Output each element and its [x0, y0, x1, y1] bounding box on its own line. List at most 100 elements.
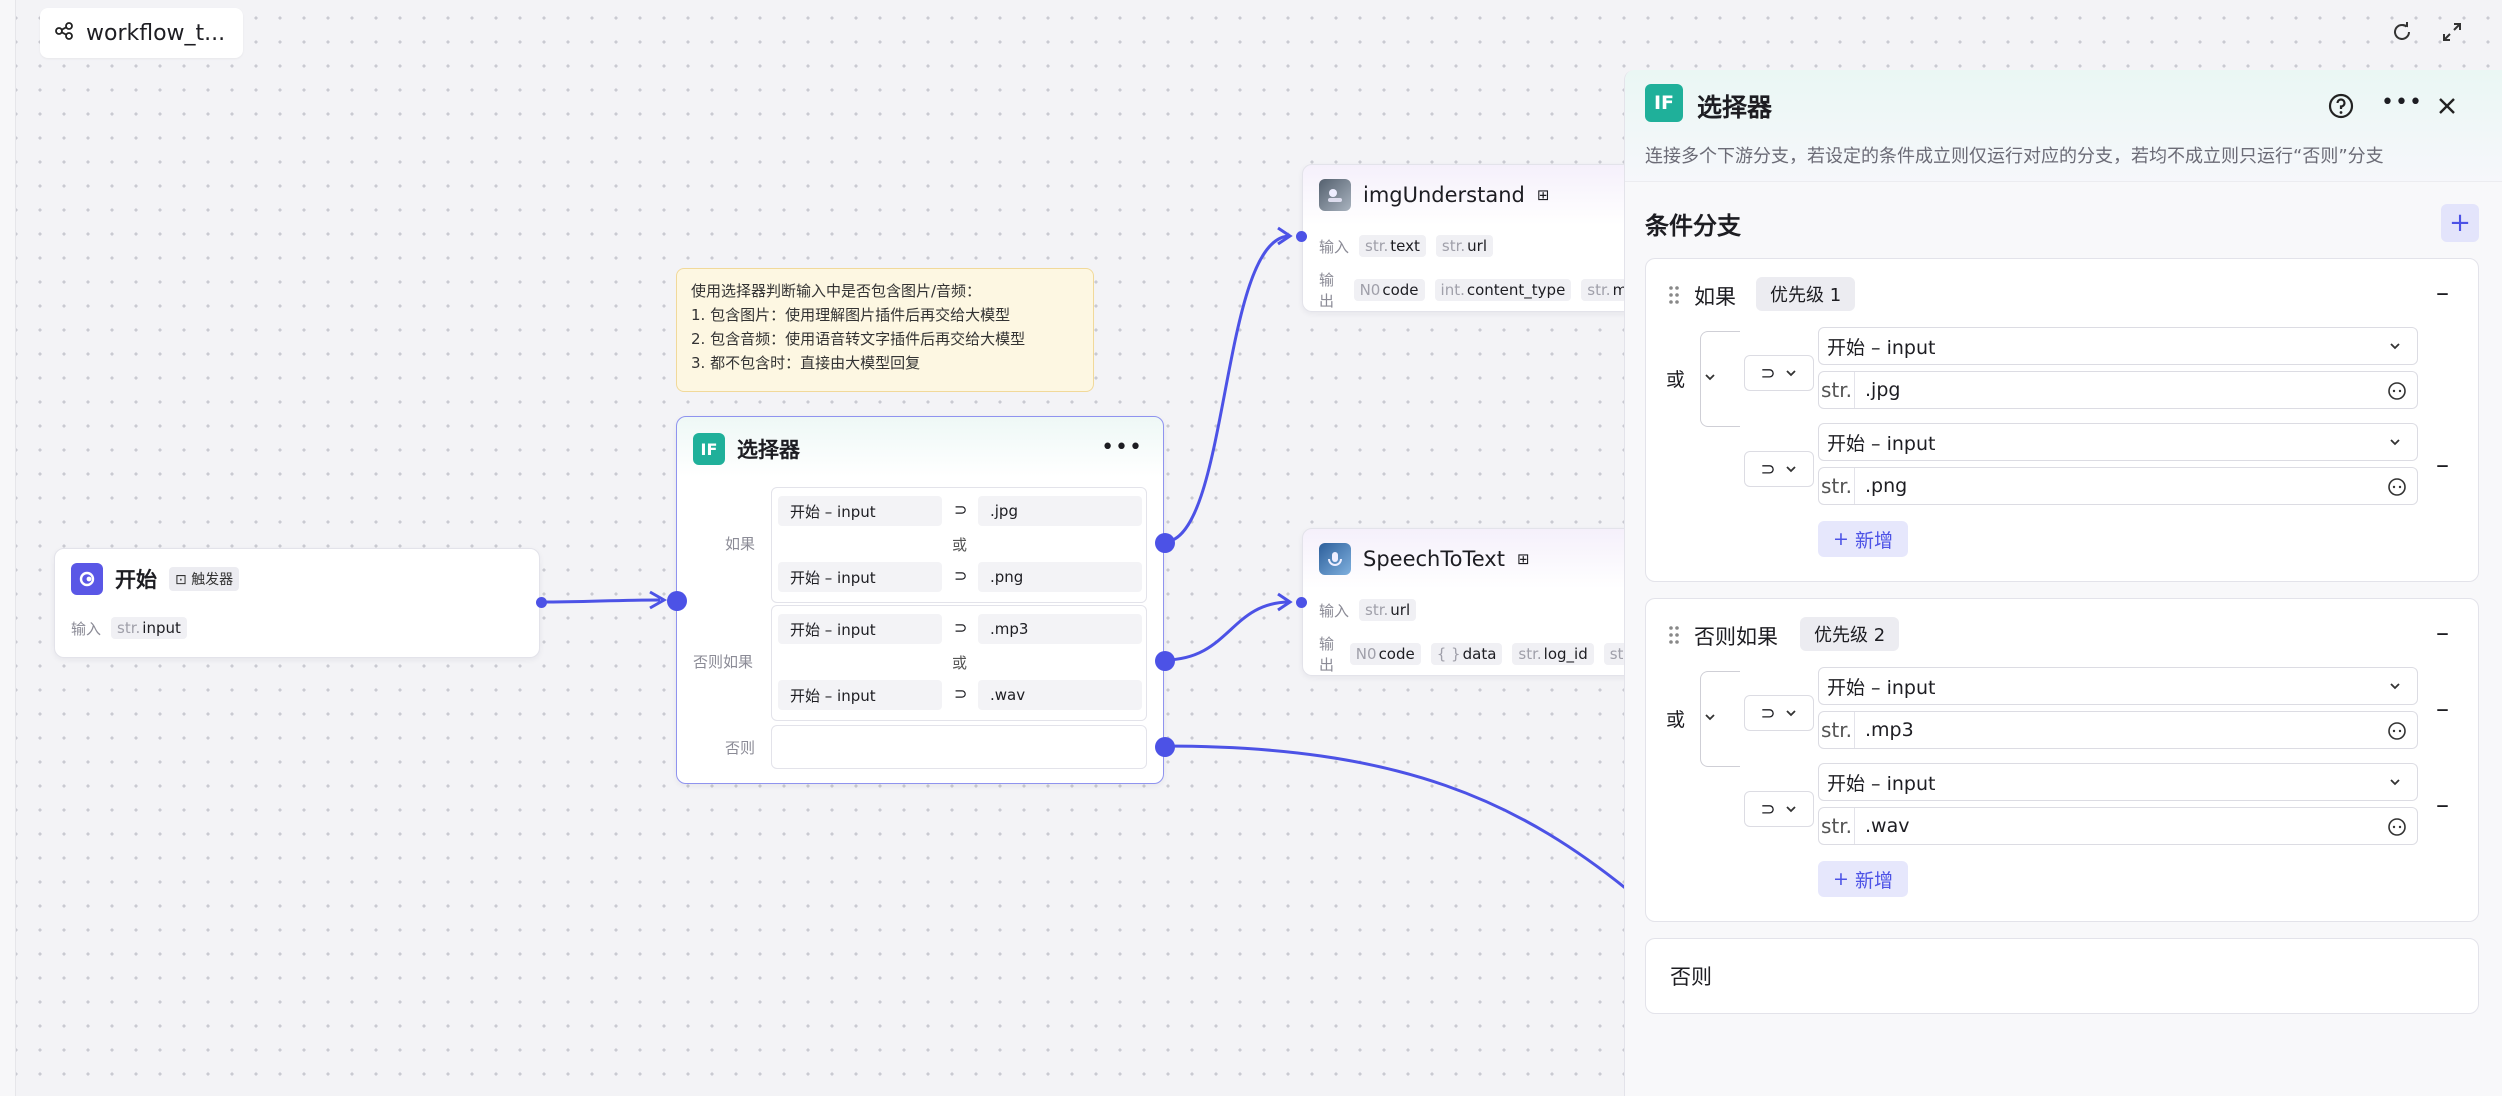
close-icon[interactable] — [2433, 92, 2461, 124]
condition-value: .png — [978, 562, 1142, 592]
note-line: 3. 都不包含时：直接由大模型回复 — [691, 354, 921, 372]
condition-field: 开始 – input — [778, 680, 942, 710]
else-branch[interactable] — [771, 725, 1147, 769]
edge-elif-speech-arrow — [1277, 592, 1293, 612]
section-title: 条件分支 — [1645, 212, 1741, 240]
contains-op: ⊃ — [954, 684, 968, 703]
img-understand-title: imgUnderstand — [1363, 183, 1525, 207]
drag-handle-icon[interactable] — [1668, 625, 1680, 645]
output-tag: int.content_type — [1434, 279, 1572, 301]
speech-input-port[interactable] — [1296, 597, 1307, 608]
img-understand-node[interactable]: imgUnderstand ⊞ 输入 str.text str.url 输出 N… — [1302, 164, 1642, 312]
plugin-icon: ⊞ — [1536, 186, 1550, 204]
note-comment[interactable]: 使用选择器判断输入中是否包含图片/音频： 1. 包含图片：使用理解图片插件后再交… — [676, 268, 1094, 392]
output-label: 输出 — [1319, 271, 1335, 310]
branch-card-elif: 否则如果 优先级 2 – 或 ⊃ 开始 – input str..mp3 – ⊃… — [1645, 598, 2479, 922]
edge-start-selector-arrow — [649, 590, 668, 610]
operator-select[interactable]: ⊃ — [1744, 791, 1814, 827]
condition-field: 开始 – input — [778, 562, 942, 592]
input-tag: str.url — [1359, 599, 1417, 621]
trigger-badge: ⊡ 触发器 — [169, 567, 240, 591]
more-icon[interactable]: ••• — [2381, 90, 2423, 115]
edge-if-img — [1163, 234, 1291, 544]
or-label: 或 — [952, 536, 968, 554]
edge-else — [1163, 744, 1641, 902]
input-tag: str.input — [111, 617, 187, 639]
start-node[interactable]: 开始 ⊡ 触发器 输入 str.input — [54, 548, 547, 658]
remove-condition-button[interactable]: – — [2436, 450, 2449, 480]
help-icon[interactable] — [2327, 92, 2355, 124]
contains-op: ⊃ — [954, 500, 968, 519]
or-bracket — [1700, 671, 1740, 767]
elif-conditions[interactable]: 开始 – input ⊃ .mp3 或 开始 – input ⊃ .wav — [771, 605, 1147, 721]
remove-branch-button[interactable]: – — [2436, 278, 2449, 308]
input-label: 输入 — [71, 619, 102, 638]
more-icon[interactable]: ••• — [1101, 435, 1143, 460]
operator-select[interactable]: ⊃ — [1744, 451, 1814, 487]
else-title: 否则 — [1670, 965, 1712, 989]
or-label: 或 — [1666, 369, 1686, 391]
operator-select[interactable]: ⊃ — [1744, 355, 1814, 391]
or-label: 或 — [1666, 709, 1686, 731]
add-condition-button[interactable]: +新增 — [1818, 861, 1908, 897]
drag-handle-icon[interactable] — [1668, 285, 1680, 305]
value-input[interactable]: str..wav — [1818, 807, 2418, 845]
remove-condition-button[interactable]: – — [2436, 790, 2449, 820]
refresh-icon[interactable] — [2386, 16, 2418, 48]
start-output-port[interactable] — [536, 597, 547, 608]
add-condition-button[interactable]: +新增 — [1818, 521, 1908, 557]
elif-output-port[interactable] — [1155, 651, 1175, 671]
edge-if-img-arrow — [1277, 226, 1293, 246]
input-tag: str.text — [1359, 235, 1426, 257]
workflow-name: workflow_t... — [86, 20, 226, 46]
condition-value: .wav — [978, 680, 1142, 710]
if-output-port[interactable] — [1155, 533, 1175, 553]
value-input[interactable]: str..jpg — [1818, 371, 2418, 409]
edge-elif-speech — [1163, 600, 1291, 662]
panel-description: 连接多个下游分支，若设定的条件成立则仅运行对应的分支，若均不成立则只运行“否则”… — [1645, 146, 2384, 167]
condition-field: 开始 – input — [778, 496, 942, 526]
selector-settings-panel[interactable]: IF 选择器 ••• 连接多个下游分支，若设定的条件成立则仅运行对应的分支，若均… — [1624, 70, 2502, 1096]
or-bracket — [1700, 331, 1740, 427]
else-output-port[interactable] — [1155, 737, 1175, 757]
if-icon: IF — [1645, 84, 1683, 122]
output-label: 输出 — [1319, 635, 1335, 674]
share-nodes-icon — [54, 21, 74, 45]
selector-input-port[interactable] — [667, 591, 687, 611]
workflow-title-chip[interactable]: workflow_t... — [40, 8, 244, 58]
output-tag: str.log_id — [1512, 643, 1594, 665]
field-select[interactable]: 开始 – input — [1818, 423, 2418, 461]
remove-condition-button[interactable]: – — [2436, 694, 2449, 724]
selector-node[interactable]: IF 选择器 ••• 如果 开始 – input ⊃ .jpg 或 开始 – i… — [667, 416, 1175, 784]
add-branch-button[interactable]: + — [2441, 204, 2479, 242]
condition-field: 开始 – input — [778, 614, 942, 644]
or-label: 或 — [952, 654, 968, 672]
input-label: 输入 — [1319, 237, 1350, 256]
left-strip — [0, 0, 16, 1096]
plugin-icon: ⊞ — [1516, 550, 1530, 568]
start-title: 开始 — [115, 568, 157, 592]
expand-icon[interactable] — [2436, 16, 2468, 48]
field-select[interactable]: 开始 – input — [1818, 667, 2418, 705]
field-select[interactable]: 开始 – input — [1818, 327, 2418, 365]
if-conditions[interactable]: 开始 – input ⊃ .jpg 或 开始 – input ⊃ .png — [771, 487, 1147, 603]
panel-header: IF 选择器 ••• 连接多个下游分支，若设定的条件成立则仅运行对应的分支，若均… — [1625, 70, 2502, 182]
field-select[interactable]: 开始 – input — [1818, 763, 2418, 801]
if-label: 如果 — [725, 535, 756, 553]
branch-card-else[interactable]: 否则 — [1645, 938, 2479, 1014]
note-line: 1. 包含图片：使用理解图片插件后再交给大模型 — [691, 306, 1011, 324]
contains-op: ⊃ — [954, 566, 968, 585]
remove-branch-button[interactable]: – — [2436, 618, 2449, 648]
operator-select[interactable]: ⊃ — [1744, 695, 1814, 731]
chevron-down-icon[interactable] — [1702, 709, 1718, 729]
img-input-port[interactable] — [1296, 231, 1307, 242]
chevron-down-icon[interactable] — [1702, 369, 1718, 389]
img-understand-icon — [1319, 179, 1351, 211]
else-label: 否则 — [725, 739, 756, 757]
value-input[interactable]: str..mp3 — [1818, 711, 2418, 749]
branch-title: 否则如果 — [1694, 625, 1778, 649]
value-input[interactable]: str..png — [1818, 467, 2418, 505]
